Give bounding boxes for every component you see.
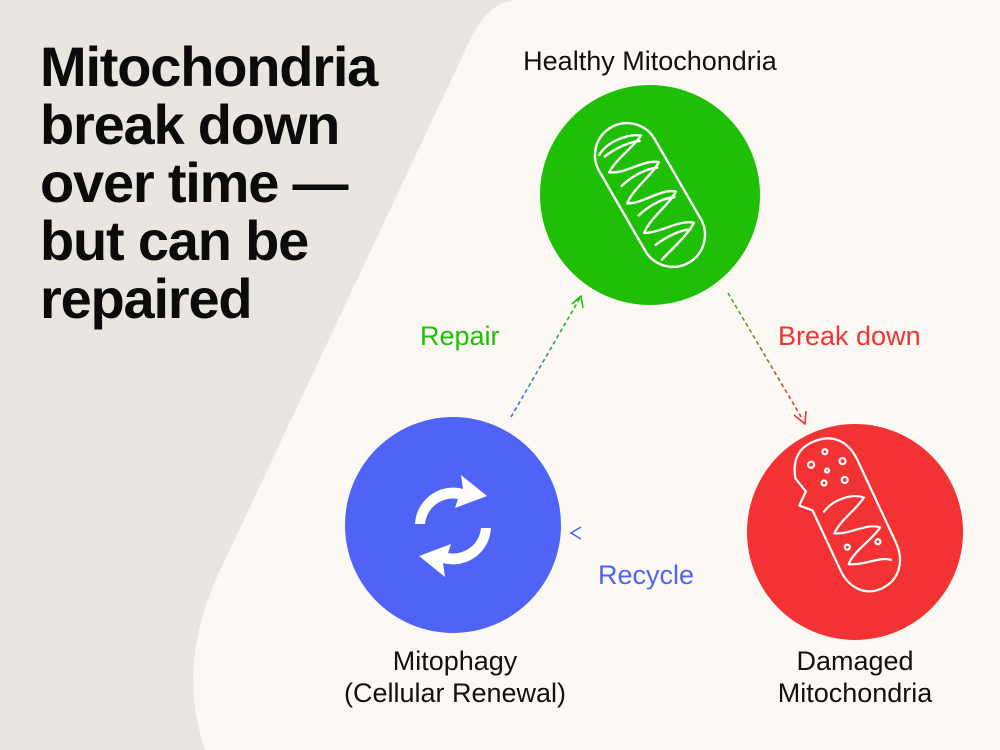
break-down-arrow bbox=[727, 292, 807, 426]
damaged-mitochondria-label: Damaged Mitochondria bbox=[740, 645, 970, 709]
mitophagy-node bbox=[345, 417, 561, 633]
recycle-arrows-icon bbox=[415, 475, 491, 577]
headline: Mitochondria break down over time — but … bbox=[40, 35, 378, 330]
repair-label: Repair bbox=[420, 321, 500, 351]
mitophagy-label-line2: (Cellular Renewal) bbox=[343, 678, 567, 708]
mitophagy-label-line1: Mitophagy bbox=[392, 646, 518, 676]
damaged-mitochondrion-icon bbox=[793, 437, 901, 593]
recycle-label: Recycle bbox=[598, 560, 695, 590]
recycle-arrow bbox=[569, 526, 740, 540]
damaged-label-line1: Damaged bbox=[796, 646, 914, 676]
damaged-mitochondria-node bbox=[747, 424, 963, 640]
healthy-mitochondria-label: Healthy Mitochondria bbox=[523, 46, 777, 76]
repair-arrow bbox=[510, 294, 584, 418]
healthy-mitochondria-node bbox=[540, 85, 760, 305]
mitophagy-label: Mitophagy (Cellular Renewal) bbox=[300, 645, 610, 709]
damaged-label-line2: Mitochondria bbox=[777, 678, 933, 708]
healthy-mitochondrion-icon bbox=[593, 121, 707, 269]
break-down-label: Break down bbox=[778, 321, 921, 351]
